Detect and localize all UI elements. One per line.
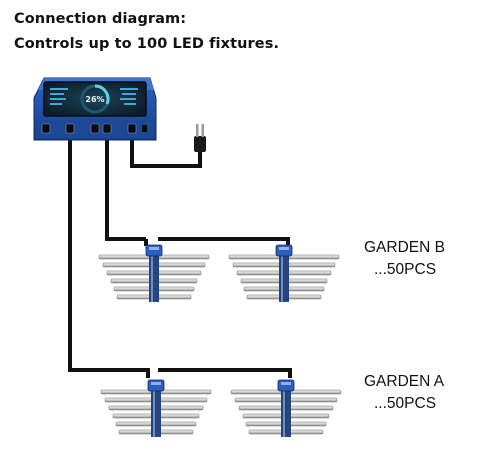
diagram-title: Connection diagram:	[14, 11, 187, 27]
garden-name: GARDEN A	[364, 373, 445, 390]
cable-garden-b	[105, 138, 146, 241]
led-fixture-icon	[100, 379, 212, 438]
power-plug-icon	[194, 124, 206, 152]
led-fixture-icon	[98, 244, 210, 303]
garden-b-fixtures	[98, 244, 340, 303]
led-fixture-icon	[230, 379, 342, 438]
controller-screen	[43, 81, 147, 117]
controller-screen-value: 26%	[85, 95, 104, 104]
cable-garden-a	[68, 138, 150, 378]
garden-b-label: GARDEN B ...50PCS	[364, 237, 445, 281]
garden-a-fixtures	[100, 379, 342, 438]
cable-garden-b-chain	[158, 237, 290, 246]
led-fixture-icon	[228, 244, 340, 303]
led-controller-icon: 26%	[33, 77, 157, 141]
garden-quantity: ...50PCS	[374, 395, 437, 412]
cable-garden-a-chain	[158, 368, 292, 378]
garden-name: GARDEN B	[364, 239, 445, 256]
garden-quantity: ...50PCS	[374, 261, 437, 278]
power-cable	[130, 138, 202, 168]
diagram-subtitle: Controls up to 100 LED fixtures.	[14, 36, 280, 52]
cable-lines	[68, 138, 292, 378]
garden-a-label: GARDEN A ...50PCS	[364, 371, 444, 415]
